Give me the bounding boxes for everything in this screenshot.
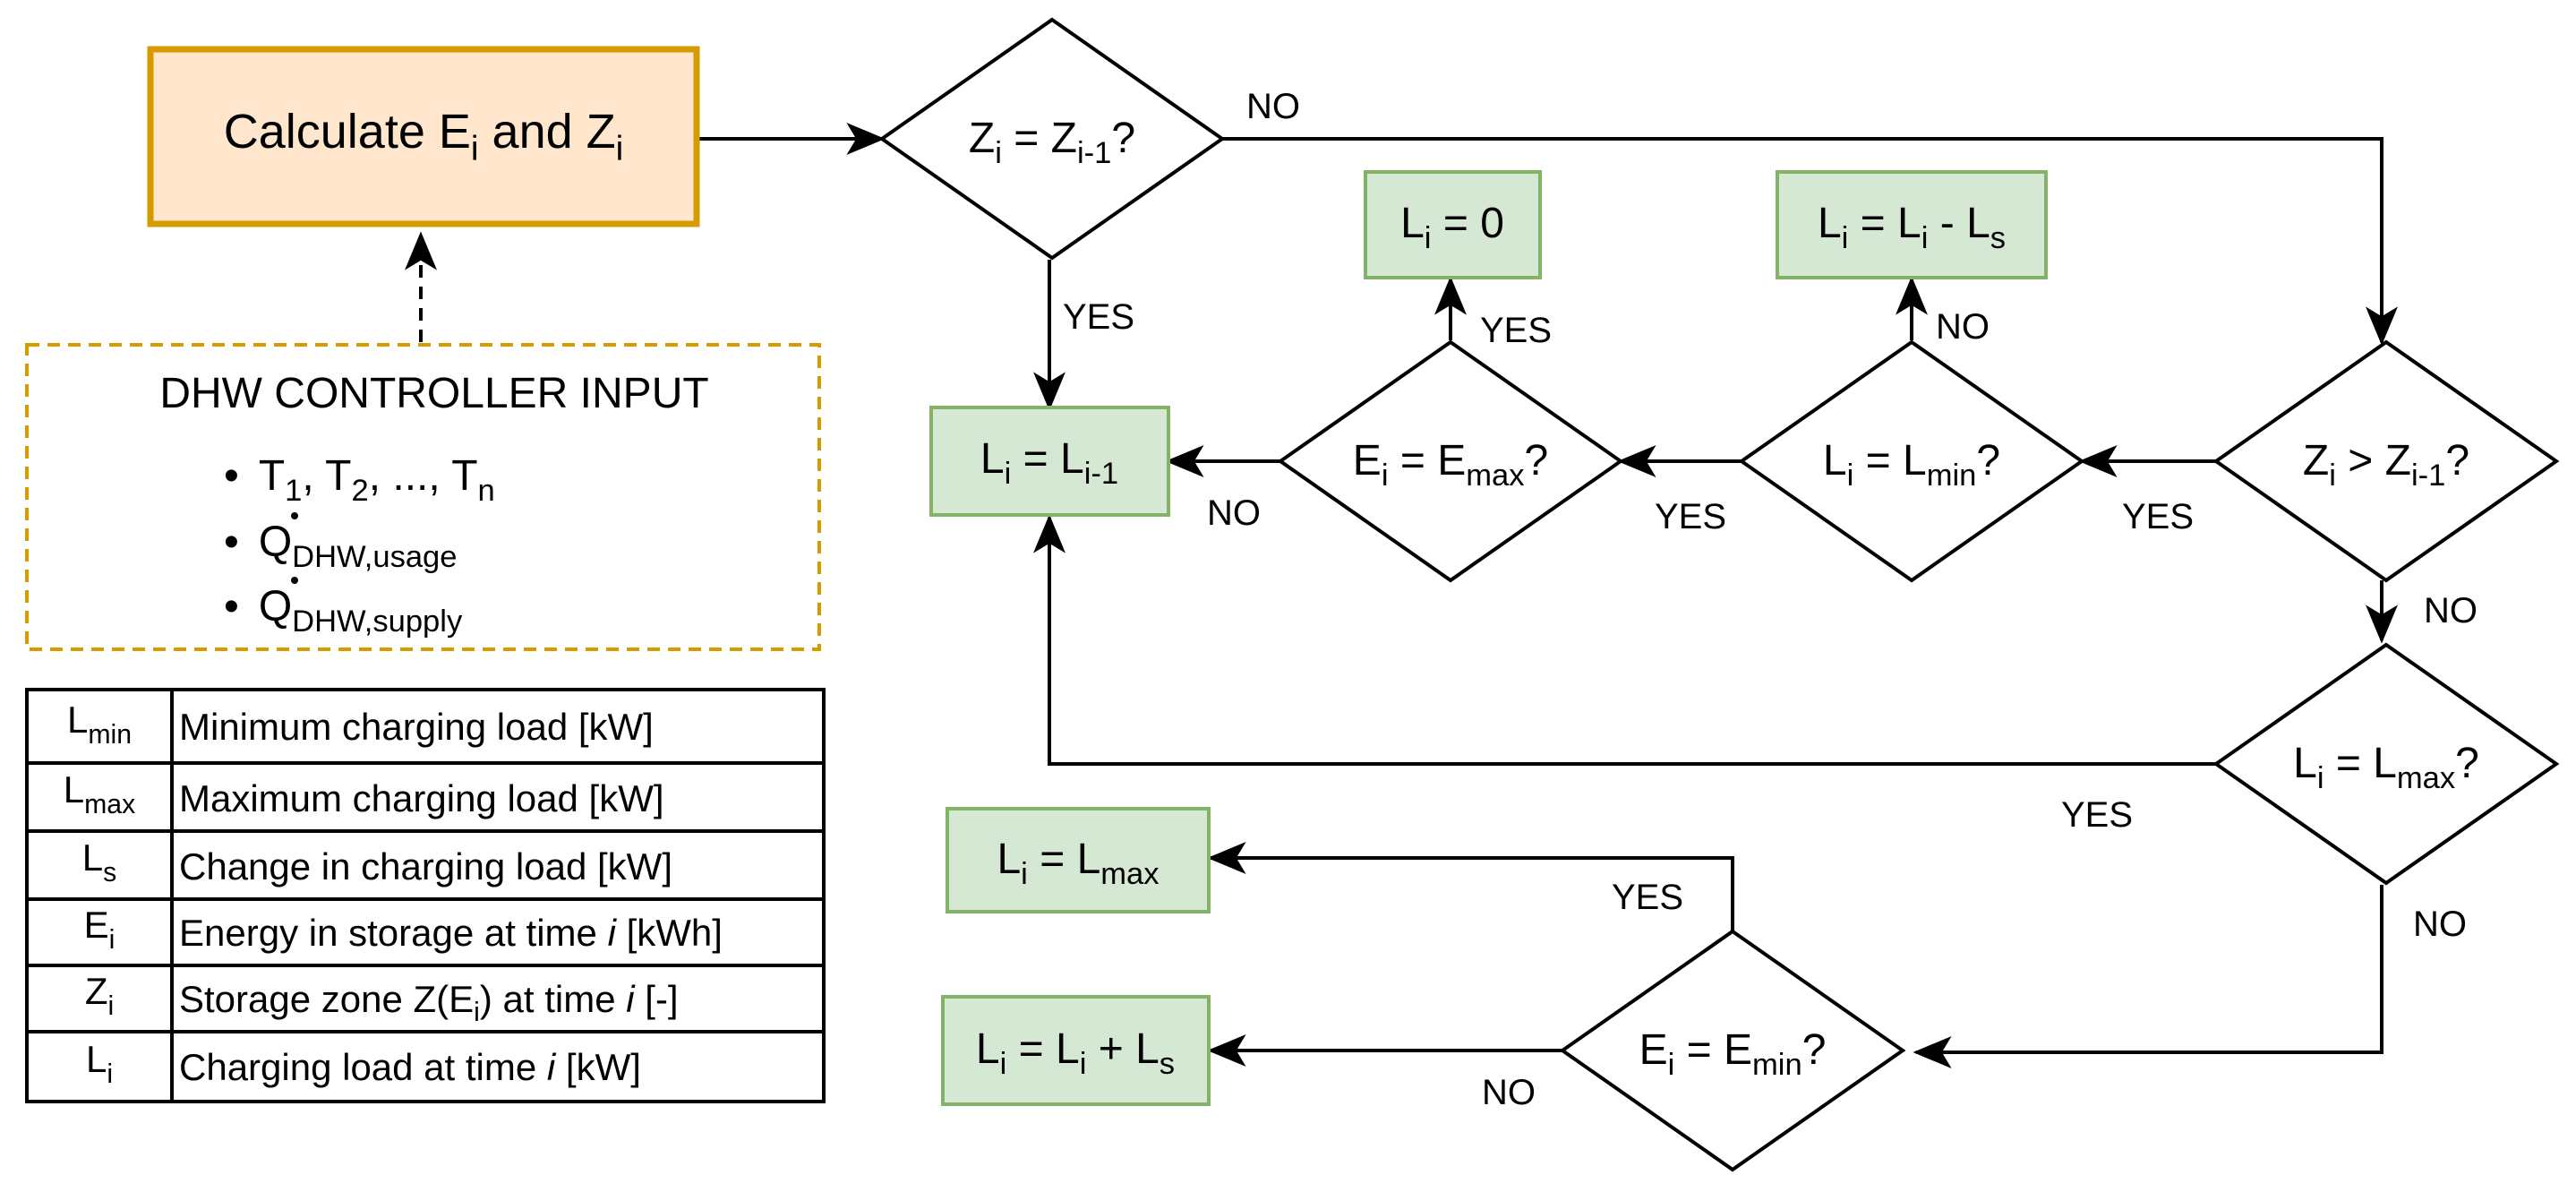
decision-diamond <box>1738 339 2085 583</box>
result-li-minus-ls: Li = Li - Ls <box>1776 170 2048 279</box>
legend-symbol: Ei <box>84 904 116 955</box>
decision-diamond <box>2212 642 2560 886</box>
decision-diamond <box>2212 339 2560 583</box>
result-box <box>929 406 1170 517</box>
decision-label: Zi > Zi-1? <box>2303 437 2469 493</box>
result-li-plus-ls: Li = Li + Ls <box>941 995 1211 1106</box>
controller-input-box: DHW CONTROLLER INPUT •T1, T2, ..., Tn •Q… <box>25 343 821 651</box>
edge-labels: NO YES YES NO YES NO YES NO YES NO YES N… <box>1063 87 2478 1112</box>
edge-label-d4-no: NO <box>1207 493 1261 533</box>
result-label: Li = 0 <box>1400 200 1504 255</box>
edge-label-d2-yes: YES <box>2122 497 2194 536</box>
edge-label-d3-yes: YES <box>1655 497 1726 536</box>
result-label: Li = Li - Ls <box>1818 200 2006 255</box>
controller-input-frame <box>25 343 821 651</box>
legend-symbol: Li <box>86 1038 113 1089</box>
calculate-box-label: Calculate Ei and Zi <box>224 105 624 168</box>
edge-label-d3-no: NO <box>1936 307 1990 347</box>
input-item-q-usage: •QDHW,usage <box>224 519 457 574</box>
decision-ei-equals-emax: Ei = Emax? <box>1277 339 1624 583</box>
input-item-q-supply: •QDHW,supply <box>224 583 463 639</box>
legend-description: Energy in storage at time i [kWh] <box>179 912 723 954</box>
legend-description: Change in charging load [kW] <box>179 845 672 888</box>
decision-label: Ei = Emax? <box>1353 437 1548 493</box>
result-label: Li = Li-1 <box>980 435 1118 491</box>
edge-label-d4-yes: YES <box>1480 311 1552 350</box>
edge-label-d5-no: NO <box>2413 905 2467 944</box>
decision-diamond <box>878 17 1226 261</box>
edge-label-d1-no: NO <box>1246 87 1300 126</box>
controller-input-title: DHW CONTROLLER INPUT <box>159 370 708 417</box>
result-label: Li = Li + Ls <box>976 1025 1175 1081</box>
decision-li-equals-lmin: Li = Lmin? <box>1738 339 2085 583</box>
legend-description: Minimum charging load [kW] <box>179 706 654 748</box>
result-nodes: Li = Li-1 Li = 0 Li = Li - Ls Li = Lmax … <box>929 170 2048 1106</box>
edge-label-d1-yes: YES <box>1063 297 1134 337</box>
calculate-box-frame <box>147 46 700 227</box>
legend-table-frame <box>25 688 826 1103</box>
connectors <box>405 123 2398 1068</box>
decision-label: Zi = Zi-1? <box>969 115 1135 170</box>
legend-symbol: Ls <box>82 836 116 888</box>
edge-d5-yes <box>1033 514 2216 766</box>
edge-d5-no <box>1913 885 2383 1068</box>
edge-label-d5-yes: YES <box>2061 795 2133 835</box>
result-label: Li = Lmax <box>997 836 1159 891</box>
legend-symbol: Lmin <box>67 699 132 750</box>
result-box <box>941 995 1211 1106</box>
decision-label: Li = Lmin? <box>1823 437 2000 493</box>
edge-d6-yes <box>1207 842 1734 931</box>
result-box <box>1776 170 2048 279</box>
decision-ei-equals-emin: Ei = Emin? <box>1559 929 1906 1172</box>
edge-label-d6-no: NO <box>1482 1073 1536 1112</box>
result-li-equals-lmax: Li = Lmax <box>946 807 1211 913</box>
edge-label-d6-yes: YES <box>1612 878 1683 917</box>
legend-symbol: Zi <box>85 970 114 1021</box>
decision-zi-equals-zi-1: Zi = Zi-1? <box>878 17 1226 261</box>
legend-table: Lmin Minimum charging load [kW] Lmax Max… <box>25 688 826 1103</box>
legend-description: Maximum charging load [kW] <box>179 777 664 819</box>
legend-symbol: Lmax <box>64 768 135 819</box>
decision-li-equals-lmax: Li = Lmax? <box>2212 642 2560 886</box>
decision-label: Ei = Emin? <box>1639 1026 1827 1082</box>
decision-diamond <box>1559 929 1906 1172</box>
decision-zi-greater-zi-1: Zi > Zi-1? <box>2212 339 2560 583</box>
result-box <box>946 807 1211 913</box>
legend-description: Charging load at time i [kW] <box>179 1046 641 1088</box>
legend-description: Storage zone Z(Ei) at time i [-] <box>179 978 679 1027</box>
q-usage-dot-icon <box>291 512 298 519</box>
result-li-equals-li-1: Li = Li-1 <box>929 406 1170 517</box>
result-li-equals-0: Li = 0 <box>1364 170 1542 279</box>
edge-d1-no <box>1222 137 2398 346</box>
calculate-box: Calculate Ei and Zi <box>147 46 700 227</box>
q-supply-dot-icon <box>291 577 298 584</box>
input-item-temperatures: •T1, T2, ..., Tn <box>224 452 495 508</box>
decision-nodes: Zi = Zi-1? Zi > Zi-1? Li = Lmin? Ei = Em… <box>878 17 2560 1172</box>
edge-label-d2-no: NO <box>2424 591 2478 630</box>
result-box <box>1364 170 1542 279</box>
decision-label: Li = Lmax? <box>2293 740 2479 795</box>
decision-diamond <box>1277 339 1624 583</box>
